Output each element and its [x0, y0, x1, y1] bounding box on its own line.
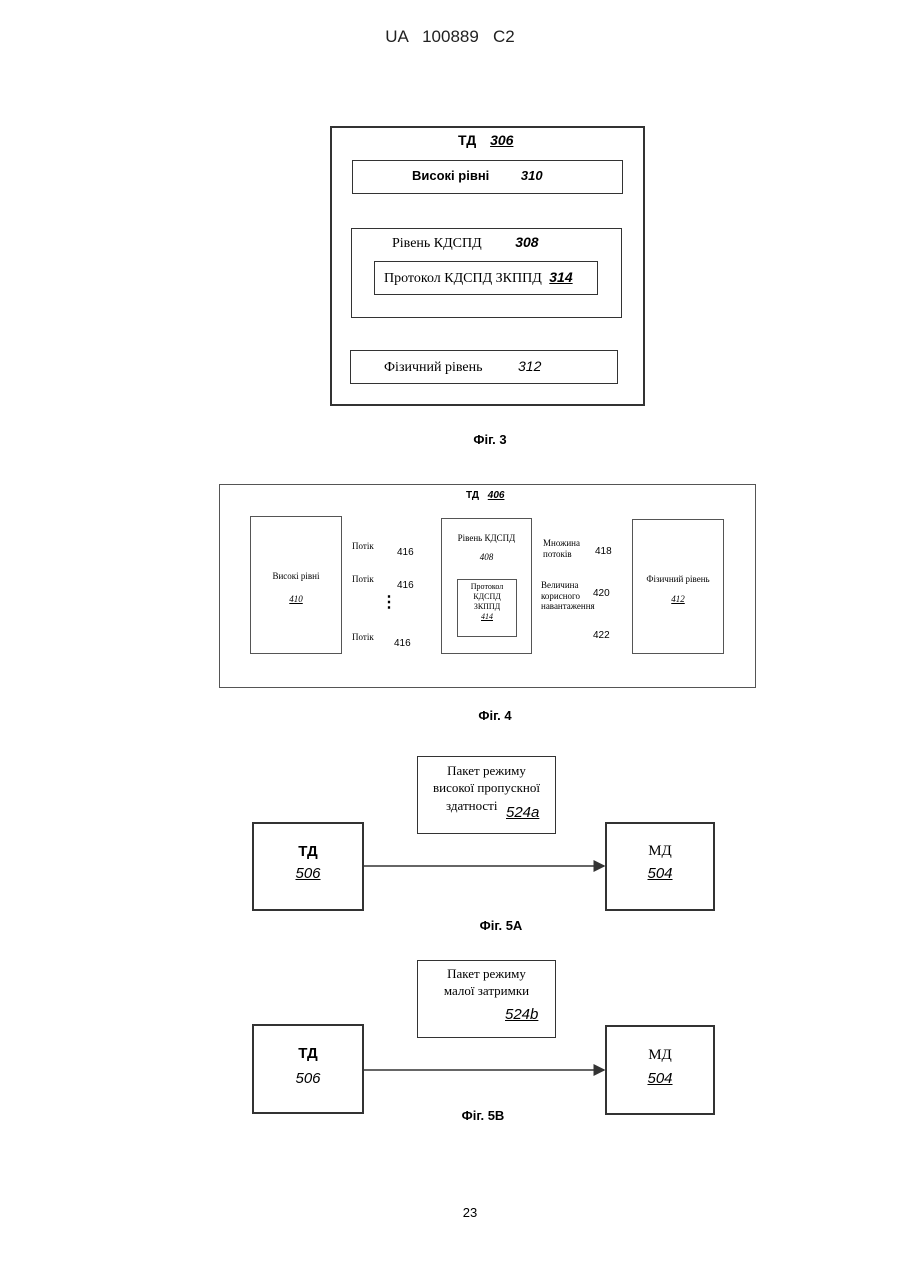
- fig4-physical-text: Фізичний рівень: [632, 574, 724, 584]
- fig3-td-ref: 306: [490, 132, 513, 148]
- fig4-stream-ellipsis: ⋮: [381, 592, 397, 612]
- fig3-upper-layers-text: Високі рівні: [412, 168, 489, 183]
- fig4-upper-layers-ref: 410: [250, 594, 342, 604]
- fig4-caption: Фіг. 4: [445, 708, 545, 723]
- fig4-td-ref: 406: [488, 490, 505, 501]
- fig5b-packet-line1: Пакет режиму: [417, 965, 556, 982]
- fig4-stream-ref-1: 416: [397, 547, 414, 558]
- fig4-streamset-ref: 418: [595, 546, 612, 557]
- fig5a-td-text: ТД: [252, 843, 364, 860]
- fig5b-td-box: [252, 1024, 364, 1114]
- fig5b-packet-line2: малої затримки: [417, 982, 556, 999]
- fig4-payload-label: Величина корисного навантаження: [541, 580, 595, 612]
- fig3-protocol-ref: 314: [549, 269, 572, 285]
- fig4-stream-label-1: Потік: [352, 541, 374, 551]
- fig4-kdspd-layer-text: Рівень КДСПД: [441, 533, 532, 543]
- fig4-payload-ref: 420: [593, 588, 610, 599]
- fig5a-packet-ref: 524a: [506, 804, 539, 821]
- fig5a-td-ref: 506: [252, 865, 364, 882]
- fig3-kdspd-layer-text: Рівень КДСПД: [392, 236, 482, 251]
- fig5a-md-ref: 504: [605, 865, 715, 882]
- fig5a-packet-line3: здатності: [446, 798, 497, 814]
- fig4-stream-ref-2: 416: [397, 580, 414, 591]
- fig4-stream-label-3: Потік: [352, 632, 374, 642]
- fig5b-md-ref: 504: [605, 1070, 715, 1087]
- fig5b-packet-label: Пакет режиму малої затримки: [417, 965, 556, 999]
- fig5a-packet-line2: високої пропускної: [417, 779, 556, 796]
- fig4-stream-ref-3: 416: [394, 638, 411, 649]
- fig3-protocol-text: Протокол КДСПД ЗКППД: [384, 271, 542, 286]
- fig4-upper-layers-text: Високі рівні: [250, 571, 342, 581]
- fig3-td-label: ТД 306: [458, 132, 513, 148]
- fig4-payload-line1: Величина: [541, 580, 595, 591]
- fig4-streamset-line2: потоків: [543, 549, 580, 560]
- fig3-physical-label: Фізичний рівень 312: [384, 358, 541, 376]
- fig3-kdspd-layer-label: Рівень КДСПД 308: [392, 234, 539, 252]
- fig5b-td-ref: 506: [252, 1070, 364, 1087]
- fig5b-caption: Фіг. 5В: [433, 1108, 533, 1123]
- fig3-kdspd-layer-ref: 308: [515, 234, 538, 250]
- page-number: 23: [440, 1205, 500, 1220]
- fig3-upper-layers-label: Високі рівні 310: [412, 168, 543, 183]
- fig4-physical-box: [632, 519, 724, 654]
- fig3-upper-layers-ref: 310: [521, 168, 543, 183]
- fig4-kdspd-layer-ref: 408: [441, 552, 532, 562]
- fig4-protocol-ref: 414: [457, 612, 517, 622]
- fig3-caption: Фіг. 3: [440, 432, 540, 447]
- fig5b-packet-ref: 524b: [505, 1006, 538, 1023]
- fig5a-packet-label: Пакет режиму високої пропускної: [417, 762, 556, 796]
- fig5b-td-text: ТД: [252, 1045, 364, 1062]
- fig4-protocol-line2: КДСПД: [457, 592, 517, 602]
- fig3-protocol-label: Протокол КДСПД ЗКППД 314: [384, 269, 573, 287]
- fig3-physical-text: Фізичний рівень: [384, 360, 483, 375]
- fig3-physical-ref: 312: [518, 358, 541, 374]
- fig5b-md-text: МД: [605, 1047, 715, 1064]
- fig5a-md-text: МД: [605, 843, 715, 860]
- fig4-td-text: ТД: [466, 490, 479, 501]
- fig3-td-text: ТД: [458, 132, 476, 148]
- fig4-physical-ref: 412: [632, 594, 724, 604]
- fig4-streamset-label: Множина потоків: [543, 538, 580, 560]
- fig4-upper-layers-box: [250, 516, 342, 654]
- fig4-payload-line2: корисного: [541, 591, 595, 602]
- fig4-stream-label-2: Потік: [352, 574, 374, 584]
- fig4-protocol-line1: Протокол: [457, 582, 517, 592]
- fig4-streamset-line1: Множина: [543, 538, 580, 549]
- fig4-protocol-line3: ЗКППД: [457, 602, 517, 612]
- fig5a-caption: Фіг. 5А: [451, 918, 551, 933]
- fig4-payload-line3: навантаження: [541, 601, 595, 612]
- fig4-arrow-ref-422: 422: [593, 630, 610, 641]
- fig4-protocol-label: Протокол КДСПД ЗКППД 414: [457, 582, 517, 622]
- fig5a-packet-line1: Пакет режиму: [417, 762, 556, 779]
- fig4-td-label: ТД 406: [466, 490, 504, 501]
